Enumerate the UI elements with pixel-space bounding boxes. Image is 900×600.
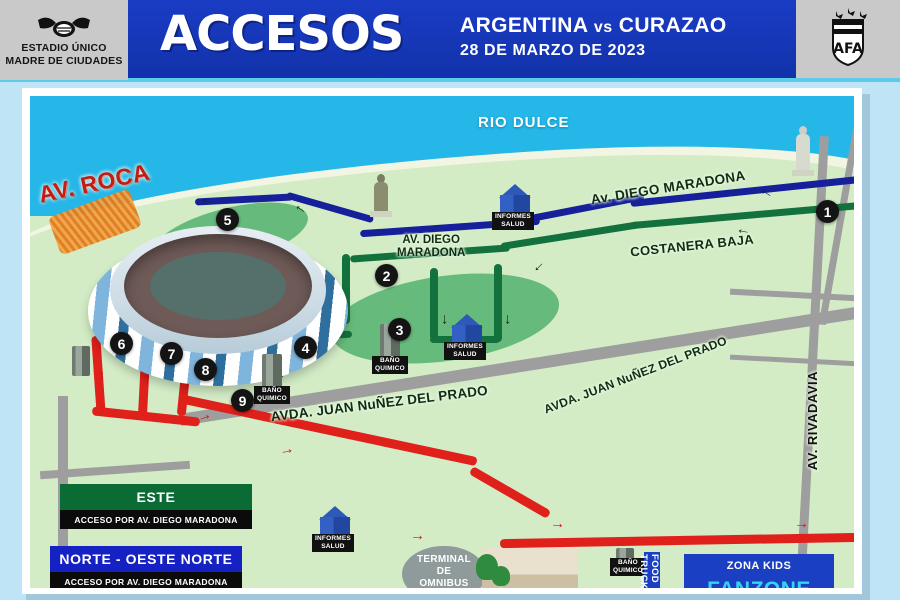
access-marker-5[interactable]: 5	[216, 208, 239, 231]
access-marker-6[interactable]: 6	[110, 332, 133, 355]
access-marker-4[interactable]: 4	[294, 336, 317, 359]
arrow-red-7: ←	[549, 518, 566, 537]
poi-bano2-line1: BAÑO	[379, 357, 400, 364]
match-away-team: CURAZAO	[618, 14, 727, 37]
access-marker-1[interactable]: 1	[816, 200, 839, 223]
header-banner: ACCESOS ARGENTINA vs CURAZAO 28 DE MARZO…	[128, 0, 796, 78]
bano-quimico-icon-3	[72, 346, 90, 376]
access-marker-9[interactable]: 9	[231, 389, 254, 412]
poi-informes3-line1: INFORMES	[315, 535, 351, 542]
map-card: RIO DULCE	[22, 88, 870, 600]
access-marker-3[interactable]: 3	[388, 318, 411, 341]
bano-quimico-icon-1	[262, 354, 282, 388]
tree-icon-2	[492, 566, 510, 586]
zona-kids-label: ZONA KIDS	[726, 560, 792, 572]
afa-crest-icon: AFA	[822, 6, 874, 73]
arrow-green-down-2: ←	[497, 312, 514, 327]
terminal-line3: OMNIBUS	[419, 578, 469, 588]
legend-este-subtitle: ACCESO POR AV. DIEGO MARADONA	[60, 510, 252, 529]
tent-informes-salud-1	[496, 184, 534, 218]
svg-text:AFA: AFA	[833, 41, 863, 57]
legend-item-este[interactable]: ESTE ACCESO POR AV. DIEGO MARADONA	[60, 484, 252, 529]
poi-bano4-line2: QUIMICO	[613, 567, 643, 574]
poi-informes-line1: INFORMES	[495, 213, 531, 220]
stadium-illustration	[88, 218, 348, 393]
virgin-statue-icon	[792, 126, 814, 176]
arrow-red-6: ←	[409, 530, 426, 549]
poi-label-informes-3: INFORMES SALUD	[312, 534, 354, 552]
legend-item-norte-oeste[interactable]: NORTE - OESTE NORTE ACCESO POR AV. DIEGO…	[50, 546, 242, 588]
route-green-branch1	[430, 268, 438, 340]
stadium-logo-line2: MADRE DE CIUDADES	[5, 54, 123, 67]
access-map[interactable]: RIO DULCE	[30, 96, 854, 588]
match-home-team: ARGENTINA	[460, 14, 588, 37]
poi-label-bano-1: BAÑO QUIMICO	[254, 386, 290, 404]
stadium-pitch	[150, 252, 286, 320]
fanzone-panel[interactable]: ZONA KIDS FANZONE	[684, 554, 834, 588]
poi-informes2-line2: SALUD	[453, 351, 477, 358]
street-label-rivadavia: AV. RIVADAVIA	[805, 371, 820, 471]
street-label-maradona-stadium: AV. DIEGO MARADONA	[397, 234, 465, 260]
afa-logo: AFA	[796, 0, 900, 78]
page-title: ACCESOS	[160, 6, 404, 62]
match-vs-label: vs	[593, 19, 613, 36]
poi-informes2-line1: INFORMES	[447, 343, 483, 350]
poi-label-terminal: TERMINAL DE OMNIBUS	[402, 554, 486, 588]
access-marker-7[interactable]: 7	[160, 342, 183, 365]
poi-bano1-line2: QUIMICO	[257, 395, 287, 402]
food-trucks-banner: FOOD TRUCKS	[638, 552, 660, 588]
fanzone-label: FANZONE	[684, 578, 834, 588]
poi-bano1-line1: BAÑO	[261, 387, 282, 394]
poi-label-bano-2: BAÑO QUIMICO	[372, 356, 408, 374]
match-teams: ARGENTINA vs CURAZAO	[460, 14, 727, 38]
poi-bano2-line2: QUIMICO	[375, 365, 405, 372]
stadium-logo-line1: ESTADIO ÚNICO	[21, 41, 107, 54]
legend-norte-subtitle: ACCESO POR AV. DIEGO MARADONA	[50, 572, 242, 588]
route-green-seg4	[342, 254, 350, 324]
river-label: RIO DULCE	[478, 114, 570, 131]
street-label-maradona-line2: MARADONA	[397, 247, 466, 259]
poi-label-informes-1: INFORMES SALUD	[492, 212, 534, 230]
poi-label-bano-4: BAÑO QUIMICO	[610, 558, 646, 576]
tent-informes-salud-2	[448, 314, 486, 348]
arrow-red-5: ←	[278, 443, 297, 464]
terminal-line1: TERMINAL	[416, 554, 472, 565]
access-marker-2[interactable]: 2	[375, 264, 398, 287]
tent-informes-salud-3	[316, 506, 354, 540]
poi-informes3-line2: SALUD	[321, 543, 345, 550]
arrow-red-8: ←	[793, 518, 810, 537]
legend-este-title: ESTE	[60, 484, 252, 510]
poi-bano4-line1: BAÑO	[617, 559, 638, 566]
stadium-crest-icon	[34, 14, 94, 40]
maradona-statue-icon	[370, 174, 392, 218]
access-marker-8[interactable]: 8	[194, 358, 217, 381]
match-date: 28 DE MARZO DE 2023	[460, 42, 646, 59]
page-header: ESTADIO ÚNICO MADRE DE CIUDADES ACCESOS …	[0, 0, 900, 82]
legend-norte-title: NORTE - OESTE NORTE	[50, 546, 242, 572]
terminal-line2: DE	[436, 566, 452, 577]
terminal-blob	[402, 546, 486, 588]
stadium-logo: ESTADIO ÚNICO MADRE DE CIUDADES	[0, 0, 128, 80]
poi-label-informes-2: INFORMES SALUD	[444, 342, 486, 360]
route-green-branch3	[494, 264, 502, 342]
poi-informes-line2: SALUD	[501, 221, 525, 228]
street-label-maradona-line1: AV. DIEGO	[402, 234, 460, 246]
